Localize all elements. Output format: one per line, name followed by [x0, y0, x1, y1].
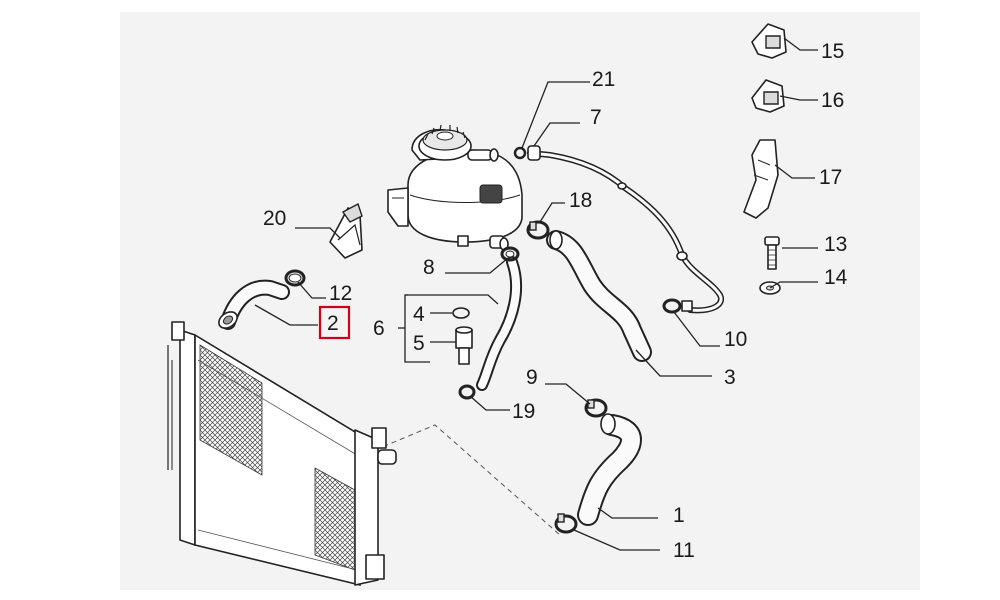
callout-19[interactable]: 19 [512, 400, 535, 423]
expansion-tank[interactable] [387, 124, 523, 251]
callout-8[interactable]: 8 [423, 256, 435, 279]
callout-10[interactable]: 10 [724, 328, 747, 351]
callout-13[interactable]: 13 [824, 233, 847, 256]
highlight-box-callout-2 [318, 305, 351, 340]
tank-cap[interactable] [418, 124, 472, 161]
callout-17[interactable]: 17 [819, 166, 842, 189]
radiator-bracket [171, 321, 185, 341]
tank-overflow-pipe [467, 149, 493, 161]
connector-part-5[interactable] [455, 326, 473, 365]
clamp-part-18[interactable] [526, 220, 550, 240]
callout-12[interactable]: 12 [329, 282, 352, 305]
callout-11[interactable]: 11 [673, 539, 695, 562]
leader-lines [254, 37, 818, 551]
clamp-part-10[interactable] [662, 298, 693, 314]
clamp-part-11[interactable] [554, 513, 578, 534]
tank-level-window [479, 184, 503, 204]
callout-4[interactable]: 4 [413, 303, 425, 326]
o-ring-part-4[interactable] [452, 307, 470, 319]
clamp-part-19[interactable] [458, 384, 476, 400]
radiator-drain [365, 554, 385, 580]
radiator-left-tank [179, 329, 196, 546]
clamp-part-9[interactable] [584, 398, 608, 418]
radiator-outlet-neck [377, 449, 397, 465]
bolt-part-13[interactable] [764, 236, 780, 270]
radiator-fins-top [199, 344, 263, 476]
radiator-inlet [371, 427, 387, 449]
hose-part-3[interactable] [546, 230, 652, 362]
clip-part-15[interactable] [751, 23, 787, 59]
callout-6[interactable]: 6 [373, 317, 385, 340]
callout-15[interactable]: 15 [821, 40, 844, 63]
callout-18[interactable]: 18 [569, 189, 592, 212]
callout-16[interactable]: 16 [821, 89, 844, 112]
bracket-part-17[interactable] [743, 139, 779, 219]
clamp-part-12[interactable] [284, 269, 306, 287]
callout-5[interactable]: 5 [413, 332, 425, 355]
callout-7[interactable]: 7 [590, 106, 602, 129]
clip-part-16[interactable] [751, 79, 785, 113]
callout-21[interactable]: 21 [592, 68, 615, 91]
bracket-part-20[interactable] [329, 202, 363, 259]
dashed-reference-line [374, 424, 561, 536]
hose-part-2[interactable] [216, 279, 290, 332]
callout-3[interactable]: 3 [724, 366, 736, 389]
radiator[interactable] [167, 321, 397, 587]
callout-1[interactable]: 1 [673, 504, 685, 527]
callout-2[interactable]: 2 [327, 312, 339, 335]
hose-part-1[interactable] [577, 413, 642, 526]
callout-20[interactable]: 20 [263, 207, 286, 230]
radiator-right-tank [354, 429, 379, 586]
tank-outlet [457, 235, 469, 247]
callout-labels: 1 2 3 4 5 6 7 8 9 10 11 12 13 14 15 16 1… [263, 40, 848, 562]
pipe-part-7[interactable] [527, 145, 725, 314]
callout-9[interactable]: 9 [526, 366, 538, 389]
o-ring-part-21[interactable] [513, 146, 527, 160]
callout-14[interactable]: 14 [824, 266, 848, 289]
hose-part-8[interactable] [476, 246, 523, 391]
